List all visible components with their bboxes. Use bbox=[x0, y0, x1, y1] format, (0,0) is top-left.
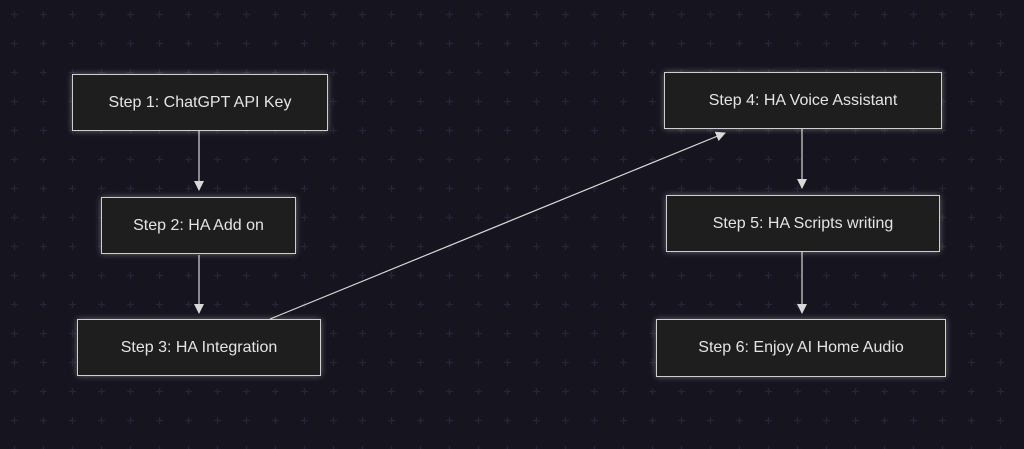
step-label: Step 5: HA Scripts writing bbox=[712, 214, 894, 232]
step-2-node[interactable]: Step 2: HA Add on bbox=[101, 197, 296, 254]
step-label: Step 2: HA Add on bbox=[133, 216, 264, 234]
step-5-node[interactable]: Step 5: HA Scripts writing bbox=[666, 195, 940, 252]
step-label: Step 3: HA Integration bbox=[120, 338, 278, 356]
step-4-node[interactable]: Step 4: HA Voice Assistant bbox=[664, 72, 942, 129]
step-label: Step 1: ChatGPT API Key bbox=[108, 93, 292, 111]
step-label: Step 4: HA Voice Assistant bbox=[708, 91, 898, 109]
step-3-node[interactable]: Step 3: HA Integration bbox=[77, 319, 321, 376]
edge-3-4 bbox=[269, 131, 726, 320]
step-1-node[interactable]: Step 1: ChatGPT API Key bbox=[72, 74, 328, 131]
step-6-node[interactable]: Step 6: Enjoy AI Home Audio bbox=[656, 319, 946, 377]
step-label: Step 6: Enjoy AI Home Audio bbox=[698, 339, 904, 356]
